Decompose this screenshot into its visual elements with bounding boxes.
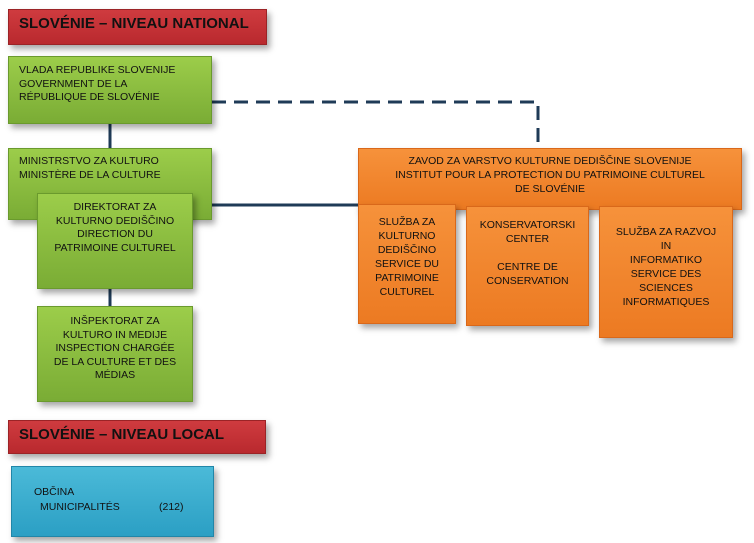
institute-line: INSTITUT POUR LA PROTECTION DU PATRIMOIN… — [395, 169, 705, 181]
service-heritage-line: SERVICE DU — [375, 258, 439, 270]
national-level-header: SLOVÉNIE – NIVEAU NATIONAL — [8, 9, 267, 45]
government-line: VLADA REPUBLIKE SLOVENIJE — [19, 64, 176, 76]
directorate-line: PATRIMOINE CULTUREL — [54, 241, 176, 254]
service-it-line: IN — [660, 240, 672, 252]
conservation-center-box: KONSERVATORSKI CENTER CENTRE DE CONSERVA… — [466, 206, 589, 326]
municipality-label: MUNICIPALITÉS — [40, 501, 120, 513]
service-it-line: SLUŽBA ZA RAZVOJ — [615, 226, 717, 238]
service-heritage-line: SLUŽBA ZA — [378, 216, 436, 228]
municipality-line: MUNICIPALITÉS (212) — [34, 500, 213, 515]
service-it-box: SLUŽBA ZA RAZVOJ IN INFORMATIKO SERVICE … — [599, 206, 733, 338]
service-heritage-line: DEDIŠČINO — [377, 244, 437, 256]
service-heritage-line: KULTURNO — [378, 230, 436, 242]
inspectorate-line: MÉDIAS — [94, 369, 136, 381]
service-heritage-line: CULTUREL — [379, 286, 435, 298]
service-it-line: INFORMATIQUES — [622, 296, 710, 308]
government-line: RÉPUBLIQUE DE SLOVÉNIE — [19, 91, 160, 103]
municipality-label: OBČINA — [34, 486, 75, 498]
ministry-line: MINISTÈRE DE LA CULTURE — [19, 168, 161, 181]
directorate-box: DIREKTORAT ZA KULTURNO DEDIŠČINO DIRECTI… — [37, 193, 193, 289]
dashed-connector-government-institute — [212, 100, 540, 148]
service-it-line: INFORMATIKO — [629, 254, 703, 266]
municipality-box: OBČINA MUNICIPALITÉS (212) — [11, 466, 214, 537]
directorate-line: KULTURNO DEDIŠČINO — [55, 214, 175, 227]
local-level-title: SLOVÉNIE – NIVEAU LOCAL — [19, 426, 225, 443]
inspectorate-line: INŠPEKTORAT ZA — [70, 315, 160, 327]
national-level-title: SLOVÉNIE – NIVEAU NATIONAL — [19, 15, 249, 32]
government-box: VLADA REPUBLIKE SLOVENIJE GOVERNMENT DE … — [8, 56, 212, 124]
municipality-count: (212) — [159, 501, 184, 513]
conservation-center-line: KONSERVATORSKI — [479, 219, 576, 231]
directorate-line: DIREKTORAT ZA — [73, 201, 157, 213]
service-it-line: SERVICE DES — [630, 268, 702, 280]
government-line: GOVERNMENT DE LA — [19, 77, 128, 90]
inspectorate-line: KULTURO IN MEDIJE — [62, 328, 168, 341]
institute-line: DE SLOVÉNIE — [514, 183, 586, 195]
service-heritage-line: PATRIMOINE — [375, 272, 439, 284]
inspectorate-line: DE LA CULTURE ET DES — [53, 355, 177, 368]
institute-box: ZAVOD ZA VARSTVO KULTURNE DEDIŠČINE SLOV… — [358, 148, 742, 210]
service-heritage-box: SLUŽBA ZA KULTURNO DEDIŠČINO SERVICE DU … — [358, 204, 456, 324]
inspectorate-box: INŠPEKTORAT ZA KULTURO IN MEDIJE INSPECT… — [37, 306, 193, 402]
service-it-line: SCIENCES — [639, 282, 693, 294]
conservation-center-line — [467, 246, 588, 260]
directorate-line: DIRECTION DU — [77, 228, 153, 240]
conservation-center-line: CONSERVATION — [486, 275, 569, 287]
conservation-center-line: CENTRE DE — [497, 261, 558, 273]
local-level-header: SLOVÉNIE – NIVEAU LOCAL — [8, 420, 266, 454]
inspectorate-line: INSPECTION CHARGÉE — [55, 342, 175, 354]
conservation-center-line: CENTER — [505, 233, 550, 245]
ministry-line: MINISTRSTVO ZA KULTURO — [19, 155, 159, 167]
institute-line: ZAVOD ZA VARSTVO KULTURNE DEDIŠČINE SLOV… — [408, 155, 692, 167]
